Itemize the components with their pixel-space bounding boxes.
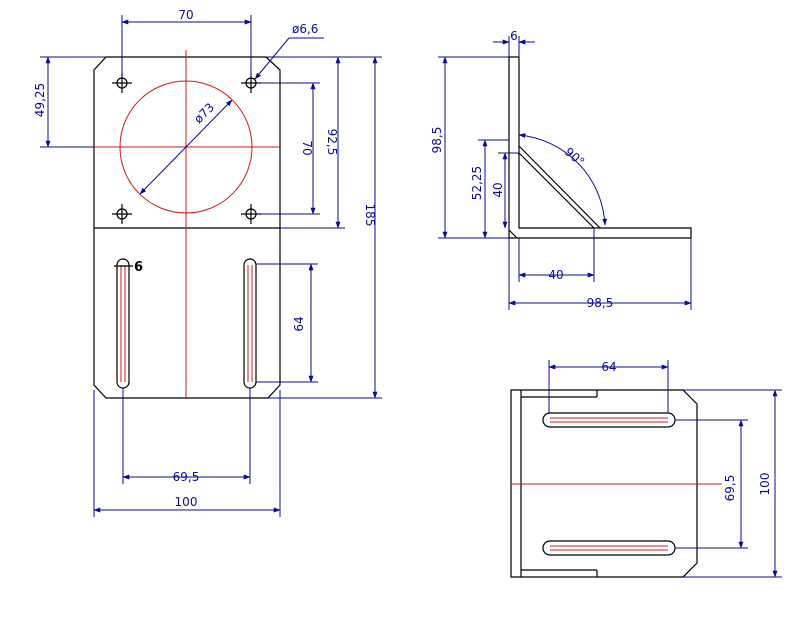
- dim-bottom-slot-spacing: 69,5: [675, 419, 748, 549]
- side-inner-bend: [508, 229, 518, 239]
- dim-bottom-slot-length: 64: [548, 360, 669, 413]
- dim-base-length: 98,5: [508, 238, 692, 310]
- motor-bore-circle: [119, 80, 253, 214]
- dim-text-bottom-slot-length: 64: [601, 360, 616, 374]
- dim-upright-height: 98,5: [430, 56, 509, 239]
- dim-top-section-height: 92,5: [266, 56, 345, 229]
- dim-plate-width: 100: [93, 390, 281, 517]
- bottom-view: 64 69,5 100: [510, 360, 782, 578]
- dim-slot-length: 64: [256, 263, 318, 383]
- dim-slot-spacing: 69,5: [122, 388, 251, 484]
- dim-text-slot-width: 6: [134, 260, 143, 275]
- dim-gusset-base: 40: [518, 228, 595, 282]
- dim-hole-spacing-top: 70: [121, 8, 252, 78]
- dim-text-slot-spacing: 69,5: [173, 470, 200, 484]
- dim-text-hole-spacing-vertical: 70: [300, 140, 314, 155]
- dim-text-bottom-plate-width: 100: [758, 473, 772, 496]
- front-view: 70 ø6,6 49,25 ø73 70: [33, 8, 382, 517]
- dim-text-top-offset: 49,25: [33, 83, 47, 117]
- dim-text-top-section-height: 92,5: [325, 129, 339, 156]
- side-gusset-inner: [518, 145, 601, 229]
- mounting-hole-bottom-left: [112, 204, 132, 224]
- dim-hole-diameter: ø6,6: [254, 22, 324, 80]
- dim-gusset-height: 40: [491, 152, 519, 229]
- dim-text-hole-spacing-top: 70: [178, 8, 193, 22]
- dim-text-gusset-height: 40: [491, 182, 505, 197]
- dim-gusset-angle: 90°: [518, 133, 608, 226]
- dim-hole-spacing-vertical: 70: [256, 82, 320, 215]
- dim-total-height: 185: [268, 56, 382, 399]
- side-gusset-edge: [518, 152, 595, 229]
- dim-text-hole-diameter: ø6,6: [292, 22, 318, 36]
- dim-text-plate-width: 100: [175, 495, 198, 509]
- dim-gusset-top: 52,25: [470, 139, 509, 239]
- dim-text-gusset-top: 52,25: [470, 166, 484, 200]
- dim-thickness: 6: [493, 29, 535, 57]
- side-bracket-outline: [508, 56, 692, 239]
- dim-text-total-height: 185: [363, 204, 377, 227]
- dim-top-offset: 49,25: [33, 56, 106, 148]
- dim-text-bottom-slot-spacing: 69,5: [723, 475, 737, 502]
- dim-text-thickness: 6: [510, 29, 518, 43]
- dim-slot-width: 6: [114, 260, 143, 275]
- dim-bottom-plate-width: 100: [683, 389, 782, 578]
- dim-text-gusset-angle: 90°: [562, 145, 587, 169]
- dim-text-gusset-base: 40: [548, 268, 563, 282]
- dim-text-slot-length: 64: [292, 316, 306, 331]
- dim-text-base-length: 98,5: [587, 296, 614, 310]
- side-view: 6 98,5 52,25 40 90°: [430, 29, 692, 310]
- dim-text-upright-height: 98,5: [430, 127, 444, 154]
